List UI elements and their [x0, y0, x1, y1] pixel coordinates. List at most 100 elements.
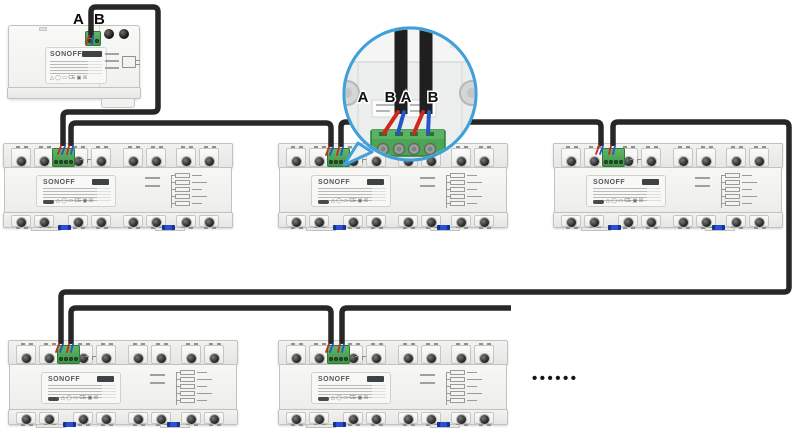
label-panel: SONOFF △ ◯ ▭ CE ▣ ☒: [45, 47, 107, 84]
schematic-line: [197, 393, 212, 394]
terminal-screw: [291, 415, 301, 424]
schematic-line: [721, 182, 725, 183]
din-clip-blue: [333, 422, 346, 427]
rs485-terminal-block: [52, 148, 75, 167]
schematic-line: [721, 203, 725, 204]
terminal-strip-bottom: [3, 212, 233, 229]
terminal-cell: [181, 343, 201, 364]
rs485-terminal-block: [327, 148, 350, 167]
terminal-screw: [371, 157, 381, 166]
terminal-cell: [286, 215, 306, 229]
terminal-cell: [474, 146, 494, 167]
terminal-cell: [68, 215, 88, 229]
schematic-line: [197, 400, 207, 401]
terminal-cell: [584, 146, 604, 167]
terminal-screw: [314, 218, 324, 227]
din-clip-blue: [608, 225, 621, 230]
terminal-cell: [749, 215, 769, 229]
terminal-cell: [641, 215, 661, 229]
schematic-line: [446, 182, 450, 183]
terminal-screw: [209, 415, 219, 424]
schematic-line: [420, 177, 435, 179]
terminal-pin: [609, 160, 614, 164]
terminal-screw: [128, 157, 138, 166]
terminal-screw: [701, 218, 711, 227]
terminal-pin: [334, 357, 339, 361]
din-foot: [36, 425, 66, 428]
terminal-cell: [421, 412, 441, 426]
terminal-cell: [204, 343, 224, 364]
schematic-line: [180, 377, 195, 382]
schematic-line: [725, 173, 740, 178]
terminal-screw: [426, 157, 436, 166]
schematic-line: [446, 400, 450, 401]
terminal-strip-top: [278, 143, 508, 168]
rs485-terminal-block: [85, 31, 101, 46]
terminal-cell: [11, 146, 31, 167]
certification-row: △ ◯ ▭ CE ▣ ☒: [48, 396, 98, 401]
schematic-line: [721, 196, 725, 197]
inset-terminal-label: A: [358, 89, 369, 106]
terminal-screw: [479, 354, 489, 363]
terminal-screw: [209, 354, 219, 363]
terminal-screw: [623, 218, 633, 227]
mount-boss: [345, 80, 360, 106]
terminal-screw: [371, 415, 381, 424]
polarity-marks: [630, 157, 642, 163]
schematic-line: [721, 189, 725, 190]
port-label-line: [105, 60, 119, 62]
terminal-screw: [291, 354, 301, 363]
schematic-line: [175, 180, 190, 185]
din-clip-blue: [167, 422, 180, 427]
connector-symbol: [122, 56, 140, 68]
schematic-line: [446, 203, 450, 204]
terminal-strip-bottom: [278, 212, 508, 229]
terminal-cell: [561, 215, 581, 229]
terminal-screw: [16, 218, 26, 227]
terminal-screw: [348, 415, 358, 424]
inset-terminal-label: B: [428, 89, 439, 106]
schematic-line: [171, 182, 175, 183]
schematic-line: [721, 175, 725, 176]
schematic-line: [171, 189, 175, 190]
schematic-line: [197, 386, 207, 387]
terminal-screw: [371, 218, 381, 227]
spm-4relay-device: SONOFF △ ◯ ▭ CE ▣ ☒: [278, 340, 508, 428]
schematic-line: [446, 196, 450, 197]
terminal-strip-top: [278, 340, 508, 365]
terminal-screw: [403, 157, 413, 166]
continuation-ellipsis: ••••••: [532, 370, 579, 387]
terminal-screw: [16, 157, 26, 166]
terminal-screw: [678, 157, 688, 166]
model-badge: [97, 376, 114, 382]
schematic-line: [175, 187, 190, 192]
terminal-pin: [604, 160, 609, 164]
spm-4relay-device: SONOFF △ ◯ ▭ CE ▣ ☒: [8, 340, 238, 428]
terminal-screw: [566, 157, 576, 166]
label-panel: SONOFF △ ◯ ▭ CE ▣ ☒: [36, 175, 116, 207]
terminal-cell: [398, 343, 418, 364]
device-body: SONOFF △ ◯ ▭ CE ▣ ☒: [279, 168, 507, 212]
brand-logo: SONOFF: [318, 376, 351, 383]
terminal-cell: [39, 412, 59, 426]
terminal-screw: [181, 157, 191, 166]
spm-4relay-device: SONOFF △ ◯ ▭ CE ▣ ☒: [3, 143, 233, 231]
schematic-line: [742, 203, 752, 204]
terminal-screw: [96, 157, 106, 166]
terminal-cell: [398, 412, 418, 426]
terminal-cell: [366, 146, 386, 167]
terminal-cell: [34, 146, 54, 167]
terminal-cell: [181, 412, 201, 426]
origin-pill: [318, 396, 329, 401]
terminal-screw: [456, 157, 466, 166]
terminal-screw: [403, 218, 413, 227]
terminal-screw: [39, 218, 49, 227]
terminal-pin: [94, 39, 99, 43]
terminal-cell: [696, 146, 716, 167]
model-badge: [82, 51, 102, 57]
schematic-line: [450, 180, 465, 185]
schematic-line: [192, 182, 207, 183]
schematic-line: [450, 370, 465, 375]
din-clip-blue: [162, 225, 175, 230]
din-clip-blue: [437, 225, 450, 230]
